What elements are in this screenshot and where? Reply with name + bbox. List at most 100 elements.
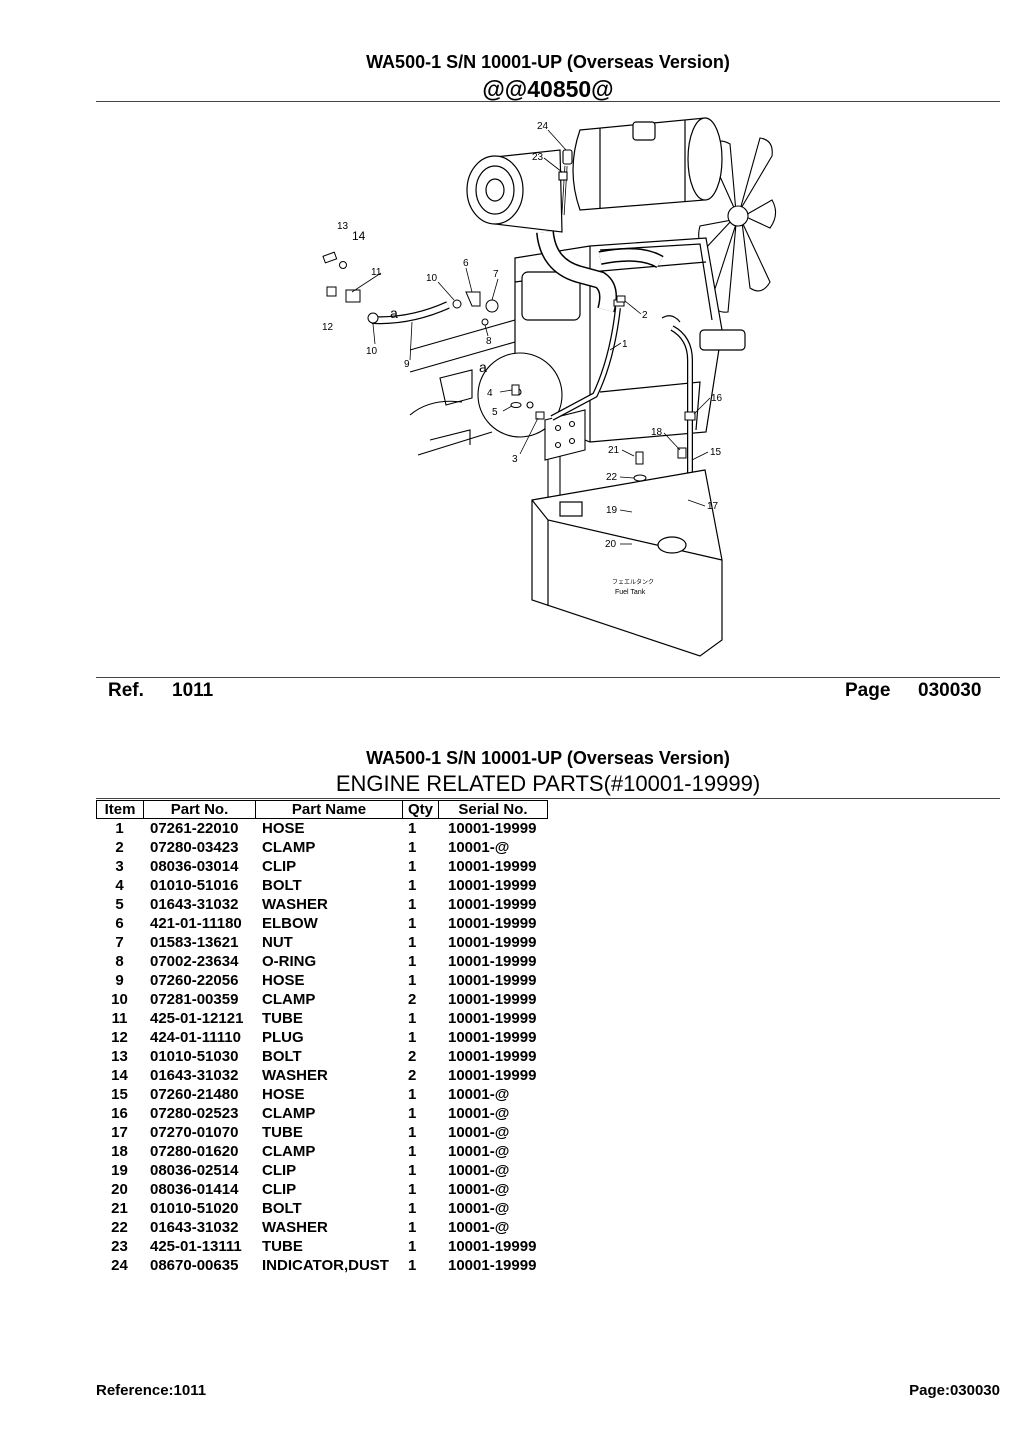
callout-22: 22	[606, 472, 618, 483]
precleaner-drawing	[572, 117, 723, 211]
serial-number: 10001-@	[448, 1105, 510, 1122]
part-name: BOLT	[262, 1048, 302, 1065]
part-name: INDICATOR,DUST	[262, 1257, 389, 1274]
part-name: WASHER	[262, 1219, 328, 1236]
serial-number: 10001-19999	[448, 1238, 537, 1255]
item-number: 14	[111, 1067, 128, 1084]
fittings-drawing	[322, 251, 545, 420]
quantity: 1	[408, 1105, 417, 1122]
part-number: 01643-31032	[150, 1219, 239, 1236]
ref-divider	[96, 677, 1000, 678]
callout-9: 9	[404, 359, 410, 370]
callout-20: 20	[605, 539, 617, 550]
part-name: ELBOW	[262, 915, 318, 932]
column-header-serial-no: Serial No.	[438, 800, 548, 819]
part-number: 07280-02523	[150, 1105, 239, 1122]
item-number: 15	[111, 1086, 128, 1103]
item-number: 17	[111, 1124, 128, 1141]
item-number: 20	[111, 1181, 128, 1198]
serial-number: 10001-19999	[448, 1029, 537, 1046]
serial-number: 10001-19999	[448, 1257, 537, 1274]
quantity: 1	[408, 1010, 417, 1027]
item-number: 16	[111, 1105, 128, 1122]
callout-15: 15	[710, 447, 722, 458]
parts-table-row: 16 07280-02523 CLAMP 1 10001-@	[96, 1104, 548, 1123]
parts-section-heading: ENGINE RELATED PARTS(#10001-19999)	[335, 771, 761, 796]
frame-drawing	[409, 319, 516, 456]
part-number: 425-01-12121	[150, 1010, 244, 1027]
quantity: 1	[408, 1181, 417, 1198]
callout-16: 16	[711, 393, 723, 404]
part-name: CLAMP	[262, 839, 316, 856]
part-name: CLAMP	[262, 1105, 316, 1122]
part-number: 08036-01414	[150, 1181, 239, 1198]
quantity: 1	[408, 1238, 417, 1255]
part-number: 07260-21480	[150, 1086, 239, 1103]
part-number: 424-01-11110	[150, 1029, 241, 1046]
item-number: 9	[115, 972, 124, 989]
serial-number: 10001-19999	[448, 991, 537, 1008]
quantity: 2	[408, 1048, 417, 1065]
item-number: 3	[115, 858, 124, 875]
intake-pipe-drawing	[536, 230, 664, 313]
part-number: 07261-22010	[150, 820, 239, 837]
item-number: 19	[111, 1162, 128, 1179]
ref-value: 1011	[172, 680, 214, 701]
callout-a-plate: a	[479, 359, 487, 375]
item-number: 12	[111, 1029, 128, 1046]
part-number: 01010-51016	[150, 877, 239, 894]
item-number: 11	[111, 1010, 128, 1027]
callout-3: 3	[512, 454, 518, 465]
part-number: 421-01-11180	[150, 915, 242, 932]
part-number: 01643-31032	[150, 1067, 239, 1084]
part-number: 07281-00359	[150, 991, 239, 1008]
part-number: 07002-23634	[150, 953, 239, 970]
serial-number: 10001-19999	[448, 858, 537, 875]
part-name: PLUG	[262, 1029, 304, 1046]
engine-block-drawing	[514, 237, 746, 443]
part-name: CLAMP	[262, 991, 316, 1008]
part-name: BOLT	[262, 877, 302, 894]
quantity: 1	[408, 820, 417, 837]
serial-number: 10001-@	[448, 1143, 510, 1160]
callout-4: 4	[487, 388, 493, 399]
item-number: 21	[111, 1200, 128, 1217]
item-number: 10	[111, 991, 128, 1008]
callout-13: 13	[337, 221, 349, 232]
leader-lines	[351, 129, 711, 545]
callout-6: 6	[463, 258, 469, 269]
callout-a-hose: a	[390, 305, 398, 321]
page-value: 030030	[918, 680, 982, 701]
hose-9-drawing	[371, 301, 450, 325]
quantity: 1	[408, 972, 417, 989]
part-name: HOSE	[262, 820, 305, 837]
part-number: 01643-31032	[150, 896, 239, 913]
parts-section-title: WA500-1 S/N 10001-UP (Overseas Version)	[366, 748, 730, 768]
item-number: 4	[115, 877, 124, 894]
callout-labels: 24 23 13 14 11 6 7 10 12 10 9 a 8 2 1 a …	[322, 121, 723, 596]
serial-number: 10001-@	[448, 1219, 510, 1236]
part-number: 07280-03423	[150, 839, 239, 856]
serial-number: 10001-@	[448, 1162, 510, 1179]
heading-divider	[96, 798, 1000, 799]
tube-1-drawing	[550, 299, 625, 421]
ref-label: Ref.	[108, 680, 144, 701]
part-name: O-RING	[262, 953, 317, 970]
item-number: 22	[111, 1219, 128, 1236]
quantity: 2	[408, 1067, 417, 1084]
serial-number: 10001-@	[448, 839, 510, 856]
callout-5: 5	[492, 407, 498, 418]
serial-number: 10001-19999	[448, 1010, 537, 1027]
item-number: 13	[111, 1048, 128, 1065]
item-number: 2	[115, 839, 124, 856]
